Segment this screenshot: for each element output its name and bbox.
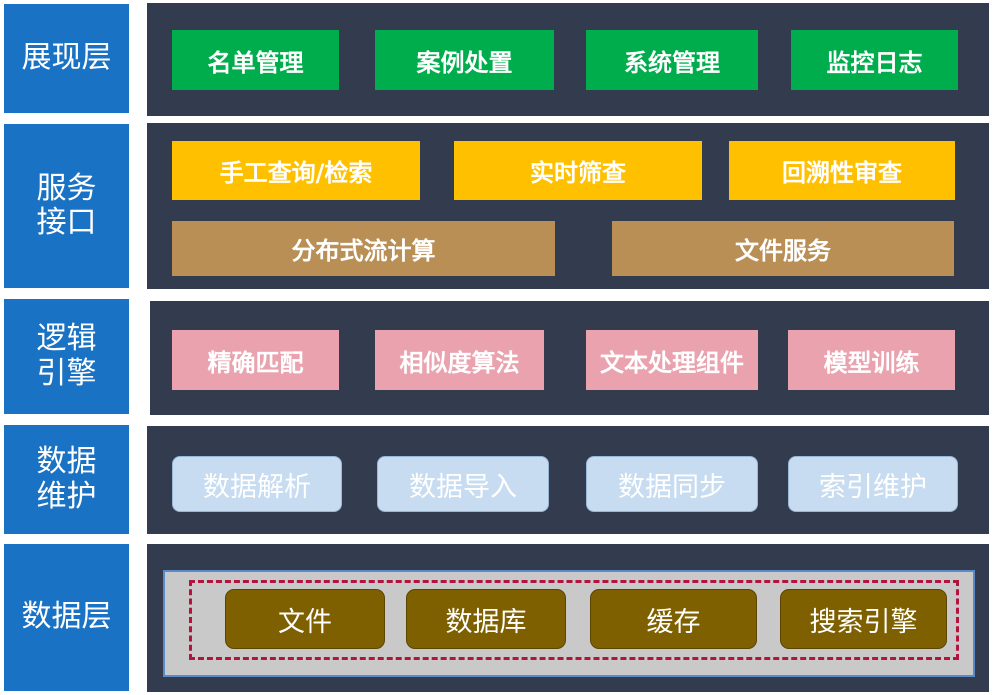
module-box: 索引维护 xyxy=(788,456,958,512)
module-box: 监控日志 xyxy=(791,30,958,90)
module-box: 案例处置 xyxy=(375,30,554,90)
layer-label-data: 数据层 xyxy=(4,544,129,691)
module-box: 数据导入 xyxy=(377,456,549,512)
data-store-dashed-frame xyxy=(189,580,959,660)
layer-label-logic: 逻辑 引擎 xyxy=(4,299,129,414)
module-box: 精确匹配 xyxy=(172,330,339,390)
module-box: 数据同步 xyxy=(586,456,758,512)
module-box: 回溯性审查 xyxy=(729,141,955,200)
module-box: 搜索引擎 xyxy=(780,589,947,649)
layer-label-service: 服务 接口 xyxy=(4,124,129,288)
module-box: 缓存 xyxy=(590,589,757,649)
module-box: 分布式流计算 xyxy=(172,221,555,276)
layer-label-maintenance: 数据 维护 xyxy=(4,425,129,534)
module-box: 实时筛查 xyxy=(454,141,702,200)
module-box: 文件 xyxy=(225,589,385,649)
module-box: 数据解析 xyxy=(172,456,342,512)
module-box: 名单管理 xyxy=(172,30,339,90)
module-box: 相似度算法 xyxy=(375,330,544,390)
layer-label-presentation: 展现层 xyxy=(4,4,129,113)
module-box: 数据库 xyxy=(406,589,566,649)
module-box: 系统管理 xyxy=(586,30,758,90)
module-box: 模型训练 xyxy=(788,330,955,390)
module-box: 手工查询/检索 xyxy=(172,141,420,200)
module-box: 文件服务 xyxy=(612,221,954,276)
module-box: 文本处理组件 xyxy=(586,330,758,390)
